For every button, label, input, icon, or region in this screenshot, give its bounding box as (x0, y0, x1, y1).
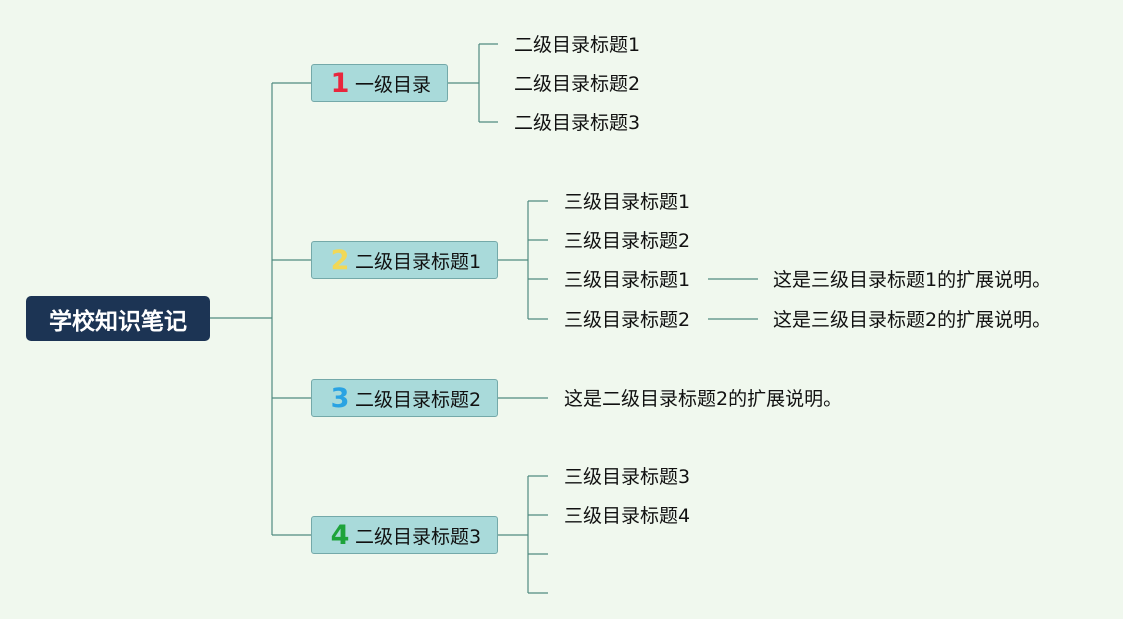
branch-node-4[interactable]: 4 二级目录标题3 (311, 516, 498, 554)
branch-label: 一级目录 (355, 73, 432, 96)
note-node[interactable]: 这是三级目录标题1的扩展说明。 (773, 269, 1052, 291)
branch-node-2[interactable]: 2 二级目录标题1 (311, 241, 498, 279)
leaf-node[interactable]: 三级目录标题4 (564, 505, 691, 527)
note-node[interactable]: 这是二级目录标题2的扩展说明。 (564, 388, 843, 410)
number-three-icon: 3 (330, 382, 350, 414)
leaf-node[interactable]: 二级目录标题2 (514, 73, 641, 95)
branch-node-3[interactable]: 3 二级目录标题2 (311, 379, 498, 417)
leaf-node[interactable]: 三级目录标题2 (564, 230, 691, 252)
number-four-icon: 4 (330, 519, 350, 551)
leaf-node[interactable]: 三级目录标题1 (564, 269, 691, 291)
branch-label: 二级目录标题3 (355, 525, 482, 548)
number-one-icon: 1 (330, 67, 350, 99)
note-node[interactable]: 这是三级目录标题2的扩展说明。 (773, 309, 1052, 331)
leaf-node[interactable]: 三级目录标题1 (564, 191, 691, 213)
root-node[interactable]: 学校知识笔记 (26, 296, 210, 341)
branch-label: 二级目录标题1 (355, 250, 482, 273)
branch-label: 二级目录标题2 (355, 388, 482, 411)
leaf-node[interactable]: 三级目录标题2 (564, 309, 691, 331)
number-two-icon: 2 (330, 244, 350, 276)
root-label: 学校知识笔记 (49, 308, 187, 335)
leaf-node[interactable]: 二级目录标题1 (514, 34, 641, 56)
leaf-node[interactable]: 三级目录标题3 (564, 466, 691, 488)
leaf-node[interactable]: 二级目录标题3 (514, 112, 641, 134)
branch-node-1[interactable]: 1 一级目录 (311, 64, 448, 102)
